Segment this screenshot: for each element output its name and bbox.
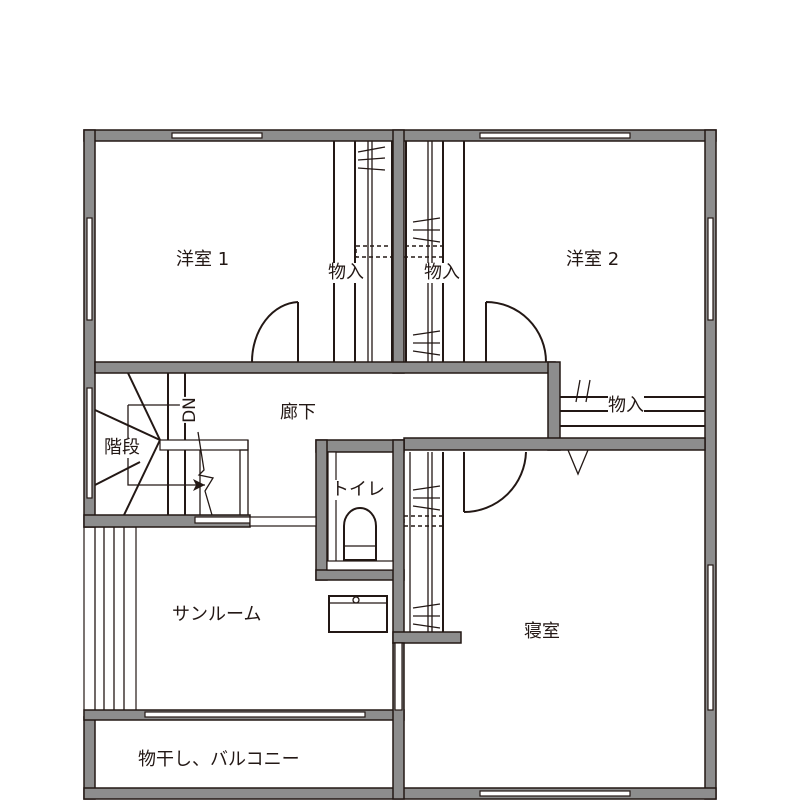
room-label-bedroom: 寝室	[524, 621, 560, 642]
room-label-closet-2: 物入	[424, 262, 460, 283]
sunroom-window	[83, 526, 137, 718]
doors	[250, 301, 547, 513]
walls	[83, 129, 717, 800]
room-label-closet-3: 物入	[608, 395, 644, 416]
stairs-drawing	[94, 372, 249, 516]
room-label-closet-1: 物入	[328, 262, 364, 283]
room-label-sunroom: サンルーム	[172, 604, 262, 625]
room-label-western-room-1: 洋室 1	[176, 249, 230, 270]
room-label-western-room-2: 洋室 2	[566, 249, 620, 270]
room-label-toilet: トイレ	[331, 479, 385, 500]
windows	[86, 132, 714, 797]
stairs-direction-label: DN	[179, 397, 200, 423]
room-label-stairs: 階段	[104, 437, 140, 458]
toilet-fixture	[326, 507, 394, 571]
room-label-hallway: 廊下	[280, 402, 316, 423]
sink-fixture	[328, 595, 388, 633]
closet-shelving	[333, 141, 705, 632]
room-label-balcony: 物干し、バルコニー	[138, 749, 300, 770]
